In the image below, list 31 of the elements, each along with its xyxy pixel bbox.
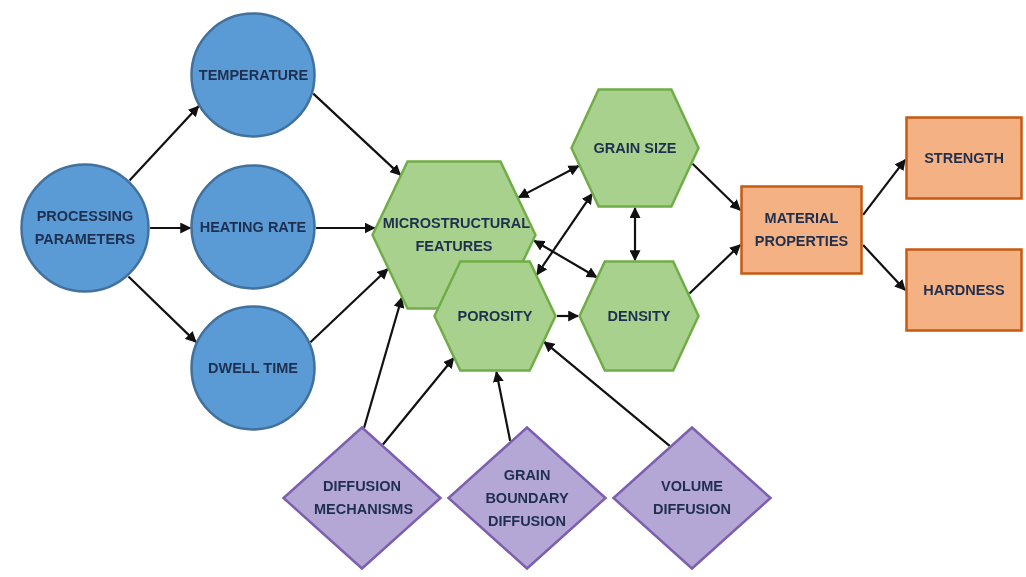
- arrow: [517, 164, 580, 199]
- arrow: [688, 244, 741, 295]
- node-label: GRAIN BOUNDARY DIFFUSION: [484, 465, 570, 531]
- arrow: [691, 162, 741, 211]
- node-label: DWELL TIME: [207, 358, 299, 378]
- arrow: [862, 244, 906, 291]
- arrow: [312, 92, 402, 176]
- arrow: [316, 222, 376, 234]
- node-label: STRENGTH: [923, 148, 1005, 168]
- arrow: [862, 159, 906, 216]
- arrow: [363, 296, 405, 429]
- arrow: [533, 239, 598, 279]
- arrow: [536, 192, 593, 276]
- arrow: [629, 207, 641, 262]
- arrow: [492, 370, 512, 442]
- arrow: [382, 357, 455, 446]
- node-label: MATERIAL PROPERTIES: [753, 209, 850, 251]
- arrow: [557, 310, 580, 322]
- node-label: HEATING RATE: [198, 217, 308, 237]
- node-label: DENSITY: [606, 306, 672, 326]
- arrow: [150, 222, 192, 234]
- node-label: POROSITY: [456, 306, 534, 326]
- node-label: GRAIN SIZE: [592, 138, 678, 158]
- node-label: VOLUME DIFFUSION: [651, 477, 733, 519]
- node-label: PROCESSING PARAMETERS: [33, 207, 137, 249]
- arrow: [543, 341, 671, 447]
- arrow: [128, 105, 200, 182]
- arrow: [127, 275, 197, 343]
- node-label: TEMPERATURE: [198, 65, 308, 85]
- arrow: [309, 268, 389, 343]
- node-label: HARDNESS: [922, 280, 1006, 300]
